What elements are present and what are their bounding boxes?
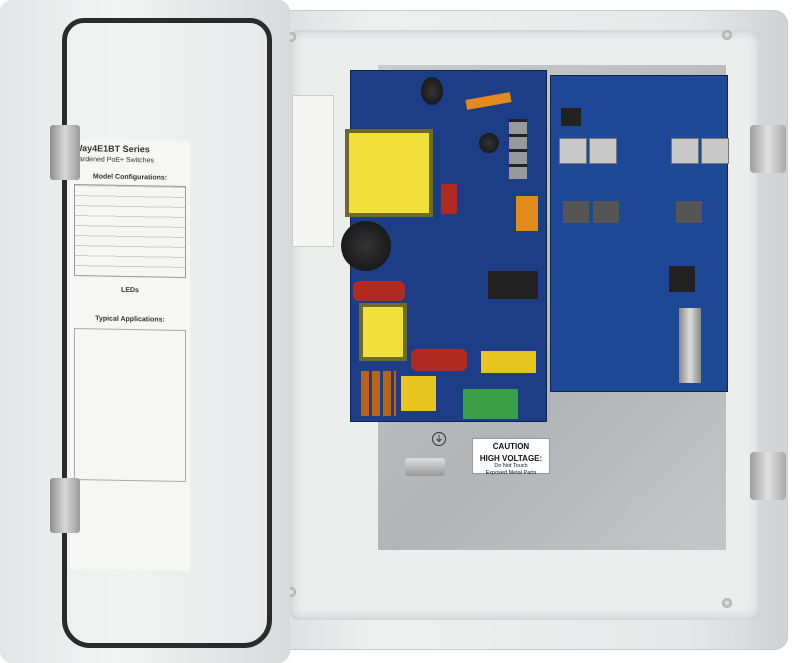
terminal-block xyxy=(561,108,581,126)
latch[interactable] xyxy=(750,125,786,173)
capacitor xyxy=(341,221,391,271)
caution-text: Do Not Touch xyxy=(494,463,528,469)
capacitor-block xyxy=(516,196,538,231)
label-model-heading: Model Configurations: xyxy=(92,173,168,182)
applications-diagram xyxy=(74,328,186,482)
corner-screw-icon xyxy=(286,587,296,597)
caution-title: CAUTION xyxy=(492,442,530,451)
latch[interactable] xyxy=(750,452,786,500)
capacitor-block xyxy=(401,376,436,411)
sfp-cage[interactable] xyxy=(679,308,701,383)
ground-lug xyxy=(405,458,445,476)
screw-terminal xyxy=(509,119,527,179)
terminal-block xyxy=(463,389,518,419)
capacitor-block xyxy=(481,351,536,373)
inductor xyxy=(359,303,407,361)
caution-text: Exposed Metal Parts xyxy=(485,470,537,476)
label-subtitle: Hardened PoE+ Switches xyxy=(74,156,154,165)
power-supply-board xyxy=(341,70,547,422)
thermal-pad xyxy=(465,92,512,110)
caution-label: CAUTION HIGH VOLTAGE: Do Not Touch Expos… xyxy=(472,438,550,476)
door-label: Way4E1BT Series Hardened PoE+ Switches M… xyxy=(70,138,190,572)
door-hinge xyxy=(50,125,80,180)
corner-screw-icon xyxy=(722,30,732,40)
rj45-port[interactable] xyxy=(671,138,699,164)
ground-icon: ⏚ xyxy=(432,432,446,446)
chip xyxy=(593,201,619,223)
resistor xyxy=(411,349,467,371)
chip xyxy=(563,201,589,223)
switch-chip xyxy=(669,266,695,292)
switch-board xyxy=(550,75,729,392)
door-hinge xyxy=(50,478,80,533)
transformer xyxy=(345,129,433,217)
label-leds-heading: LEDs xyxy=(121,286,139,295)
resistor xyxy=(353,281,405,301)
rj45-port[interactable] xyxy=(589,138,617,164)
chip xyxy=(676,201,702,223)
rj45-port[interactable] xyxy=(559,138,587,164)
fuse xyxy=(441,184,457,214)
caution-subtitle: HIGH VOLTAGE: xyxy=(479,454,543,463)
chip xyxy=(488,271,538,299)
rj45-port[interactable] xyxy=(701,138,729,164)
spec-sticker xyxy=(292,95,334,247)
model-table xyxy=(74,184,186,278)
inductor-array xyxy=(361,371,396,416)
capacitor xyxy=(421,77,443,105)
corner-screw-icon xyxy=(286,32,296,42)
corner-screw-icon xyxy=(722,598,732,608)
label-applications-heading: Typical Applications: xyxy=(95,315,165,324)
capacitor xyxy=(479,133,499,153)
label-title: Way4E1BT Series xyxy=(74,143,150,155)
